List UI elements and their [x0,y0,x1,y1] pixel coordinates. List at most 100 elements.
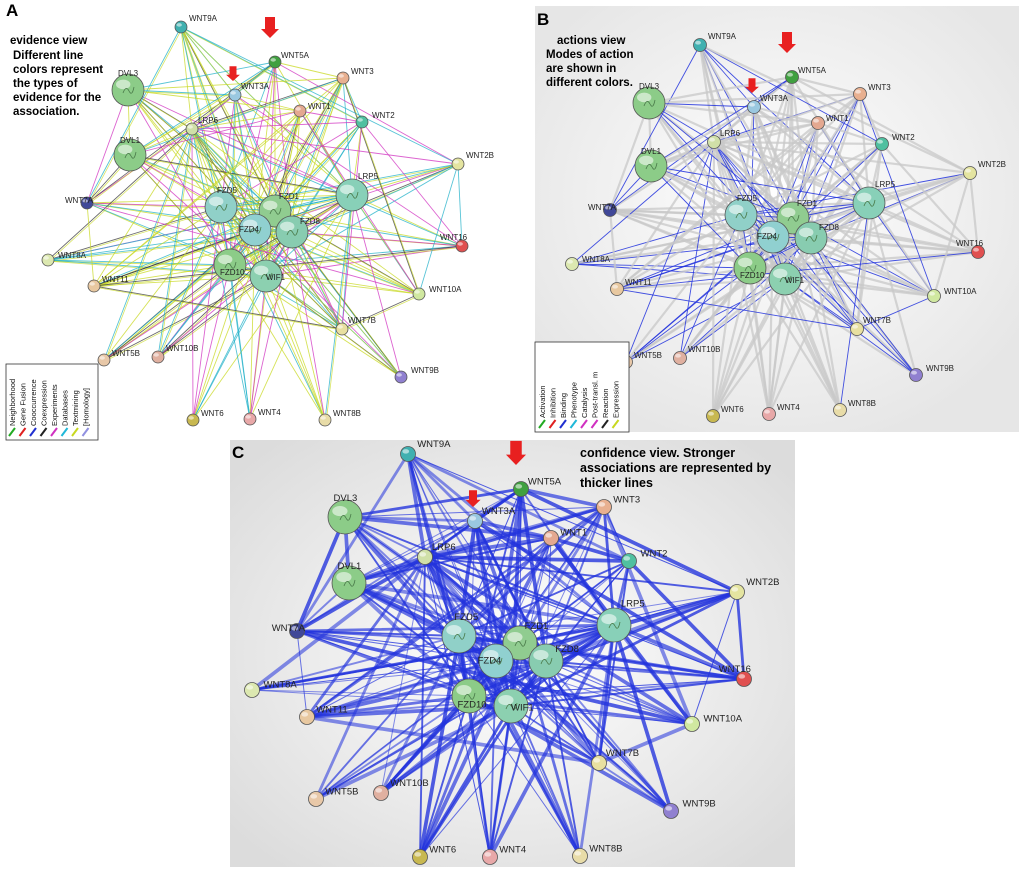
node-fzd5[interactable]: FZD5 [204,186,238,224]
node-wnt9b[interactable]: WNT9B [663,798,716,819]
node-circle[interactable] [621,553,637,569]
node-wif1[interactable]: WIF1 [493,688,534,724]
node-wnt8a[interactable]: WNT8A [41,251,87,267]
node-circle[interactable] [927,289,941,303]
node-wnt9a[interactable]: WNT9A [174,14,218,34]
node-wnt2[interactable]: WNT2 [355,111,395,129]
node-circle[interactable] [762,407,776,421]
node-circle[interactable] [186,413,200,427]
node-lrp5[interactable]: LRP5 [335,172,379,212]
node-fzd1[interactable]: FZD1 [502,621,548,661]
node-fzd4[interactable]: FZD4 [756,220,790,254]
node-circle[interactable] [591,755,607,771]
node-wnt5a[interactable]: WNT5A [513,476,562,497]
node-lrp6[interactable]: LRP6 [185,116,219,136]
node-wnt3[interactable]: WNT3 [853,83,892,101]
node-circle[interactable] [693,38,707,52]
node-lrp6[interactable]: LRP6 [707,129,741,149]
node-wnt9b[interactable]: WNT9B [909,364,955,382]
node-circle[interactable] [706,409,720,423]
node-circle[interactable] [572,848,588,864]
node-circle[interactable] [318,413,332,427]
node-circle[interactable] [268,55,282,69]
node-circle[interactable] [293,104,307,118]
node-circle[interactable] [185,122,199,136]
node-circle[interactable] [335,322,349,336]
node-circle[interactable] [467,513,483,529]
node-circle[interactable] [97,353,111,367]
node-circle[interactable] [482,849,498,865]
node-circle[interactable] [400,446,416,462]
node-wnt7a[interactable]: WNT7A [272,623,306,639]
node-wnt16[interactable]: WNT16 [956,239,985,259]
node-wnt2b[interactable]: WNT2B [963,160,1007,180]
node-fzd8[interactable]: FZD8 [528,643,579,679]
node-circle[interactable] [513,481,529,497]
node-fzd4[interactable]: FZD4 [478,643,514,679]
node-fzd5[interactable]: FZD5 [724,194,758,232]
node-wnt8b[interactable]: WNT8B [833,399,877,417]
node-wnt5b[interactable]: WNT5B [97,349,140,367]
node-wnt2[interactable]: WNT2 [875,133,916,151]
node-wnt2[interactable]: WNT2 [621,548,668,569]
node-wnt10b[interactable]: WNT10B [373,778,429,801]
node-circle[interactable] [565,257,579,271]
node-wnt9b[interactable]: WNT9B [394,366,439,384]
node-wnt7a[interactable]: WNT7A [588,203,617,217]
node-wnt9a[interactable]: WNT9A [400,439,452,462]
node-circle[interactable] [673,351,687,365]
node-circle[interactable] [811,116,825,130]
node-wnt2b[interactable]: WNT2B [729,577,780,600]
node-wnt3[interactable]: WNT3 [596,494,641,515]
node-circle[interactable] [610,282,624,296]
node-wnt4[interactable]: WNT4 [482,844,527,865]
node-circle[interactable] [336,71,350,85]
node-wnt6[interactable]: WNT6 [186,409,224,427]
node-fzd10[interactable]: FZD10 [451,678,487,714]
node-fzd4[interactable]: FZD4 [238,213,272,247]
node-wnt10b[interactable]: WNT10B [151,344,198,364]
node-wnt8a[interactable]: WNT8A [565,255,611,271]
node-dvl1[interactable]: DVL1 [113,136,147,172]
node-circle[interactable] [596,499,612,515]
node-wnt10a[interactable]: WNT10A [684,714,743,732]
node-lrp5[interactable]: LRP5 [596,599,645,643]
node-wnt4[interactable]: WNT4 [243,408,281,426]
node-circle[interactable] [41,253,55,267]
node-dvl1[interactable]: DVL1 [634,147,668,183]
node-circle[interactable] [308,791,324,807]
node-wnt8b[interactable]: WNT8B [572,843,623,864]
node-circle[interactable] [394,370,408,384]
node-fzd10[interactable]: FZD10 [213,248,247,282]
node-circle[interactable] [174,20,188,34]
node-wnt3a[interactable]: WNT3A [747,94,789,114]
node-wnt6[interactable]: WNT6 [412,844,457,865]
node-fzd8[interactable]: FZD8 [794,221,840,255]
node-fzd10[interactable]: FZD10 [733,251,767,285]
node-wnt10b[interactable]: WNT10B [673,345,721,365]
node-wif1[interactable]: WIF1 [768,262,805,296]
node-circle[interactable] [87,279,101,293]
node-circle[interactable] [707,135,721,149]
node-wnt7b[interactable]: WNT7B [335,316,376,336]
node-wnt4[interactable]: WNT4 [762,403,801,421]
node-wnt16[interactable]: WNT16 [719,664,752,687]
node-wnt3[interactable]: WNT3 [336,67,374,85]
node-wnt11[interactable]: WNT11 [87,275,129,293]
node-circle[interactable] [355,115,369,129]
node-circle[interactable] [684,716,700,732]
node-dvl3[interactable]: DVL3 [632,82,666,120]
node-wnt7a[interactable]: WNT7A [65,196,94,210]
node-circle[interactable] [785,70,799,84]
node-wnt10a[interactable]: WNT10A [412,285,462,301]
node-circle[interactable] [833,403,847,417]
node-circle[interactable] [417,549,433,565]
node-wnt3a[interactable]: WNT3A [228,82,270,102]
node-wnt5a[interactable]: WNT5A [268,51,310,69]
node-wif1[interactable]: WIF1 [249,259,286,293]
node-wnt5b[interactable]: WNT5B [308,786,359,807]
node-wnt7b[interactable]: WNT7B [850,316,892,336]
node-circle[interactable] [729,584,745,600]
node-dvl1[interactable]: DVL1 [331,561,367,601]
node-circle[interactable] [412,849,428,865]
